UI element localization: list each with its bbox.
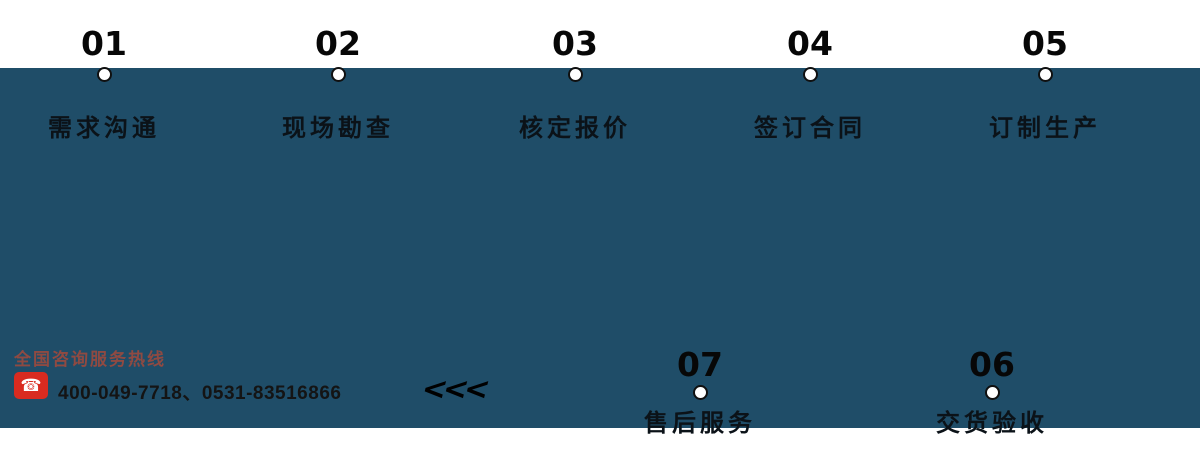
dark-band-background xyxy=(0,68,1200,428)
hotline-title: 全国咨询服务热线 xyxy=(14,350,166,369)
step-dot-icon xyxy=(984,385,1000,400)
chevron-left-icons: <<< xyxy=(417,372,490,407)
step-07: 07 售后服务 xyxy=(610,348,790,438)
step-number: 03 xyxy=(552,24,598,63)
step-label: 签订合同 xyxy=(754,115,866,142)
step-label: 现场勘查 xyxy=(282,115,394,142)
step-number: 05 xyxy=(1022,24,1068,63)
step-number: 01 xyxy=(81,24,127,63)
step-01: 01 需求沟通 xyxy=(14,24,194,143)
step-number: 07 xyxy=(677,345,723,384)
step-dot-icon xyxy=(692,385,708,400)
phone-icon: ☎ xyxy=(14,372,48,399)
step-label: 需求沟通 xyxy=(48,115,160,142)
step-label: 订制生产 xyxy=(989,115,1101,142)
step-04: 04 签订合同 xyxy=(720,24,900,143)
step-dot-icon xyxy=(96,67,112,82)
step-03: 03 核定报价 xyxy=(485,24,665,143)
step-number: 04 xyxy=(787,24,833,63)
step-dot-icon xyxy=(1037,67,1053,82)
step-02: 02 现场勘查 xyxy=(248,24,428,143)
step-label: 交货验收 xyxy=(936,410,1048,437)
step-number: 02 xyxy=(315,24,361,63)
hotline-numbers: 400-049-7718、0531-83516866 xyxy=(58,383,342,404)
step-dot-icon xyxy=(567,67,583,82)
step-dot-icon xyxy=(330,67,346,82)
step-06: 06 交货验收 xyxy=(902,348,1082,438)
step-dot-icon xyxy=(802,67,818,82)
step-number: 06 xyxy=(969,345,1015,384)
step-label: 核定报价 xyxy=(519,115,631,142)
phone-glyph-icon: ☎ xyxy=(20,376,42,395)
step-05: 05 订制生产 xyxy=(955,24,1135,143)
step-label: 售后服务 xyxy=(644,410,756,437)
